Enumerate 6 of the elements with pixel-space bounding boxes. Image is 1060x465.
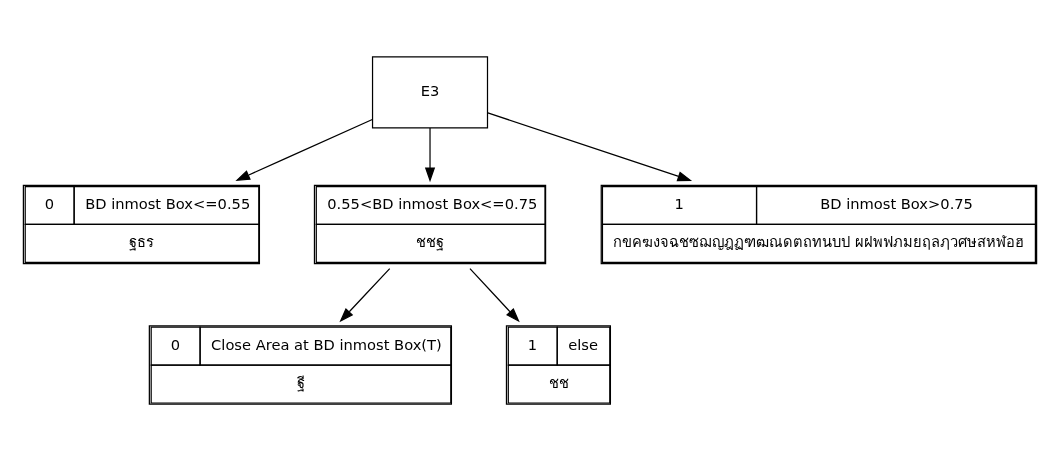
arrow [469,267,520,322]
arrow [424,126,436,182]
node-box: E3 [371,55,489,128]
arrow [487,111,693,181]
arrow [339,267,391,322]
arrow [235,118,373,181]
